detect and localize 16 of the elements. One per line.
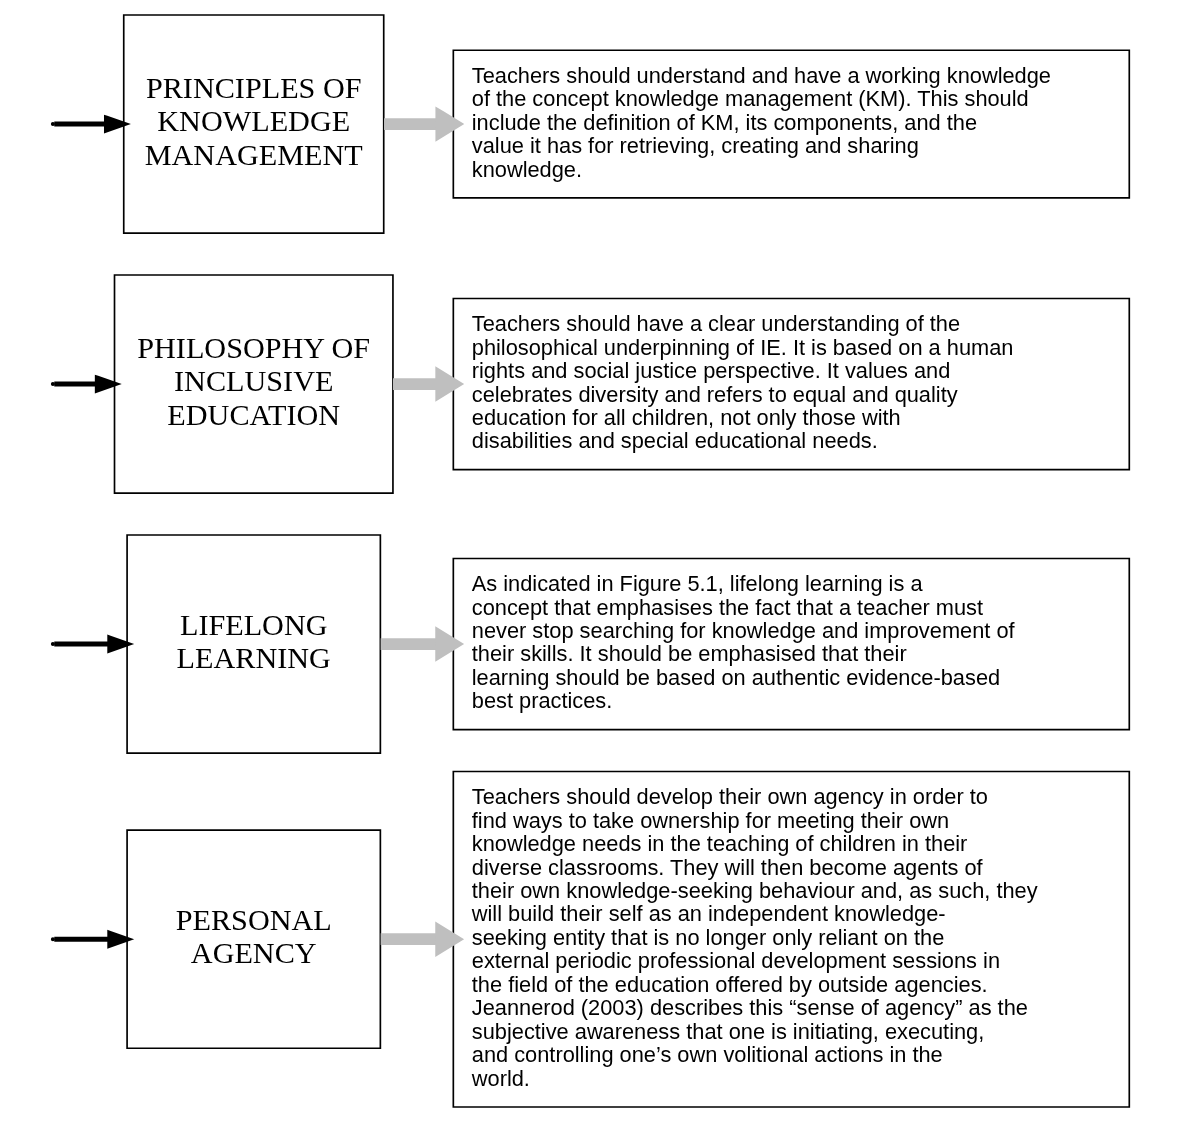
node-box: PERSONAL AGENCY [126,829,382,1050]
arrow [54,634,135,654]
node-box: Teachers should develop their own agency in order to find ways to take ownership for meeting their own knowledge needs in the teaching of children in their diverse classrooms. They will then become agents of their own knowledge-seeking behaviour and, as such, they will build their self as an independent knowledge-seeking entity that is no longer only reliant on the external periodic professional development sessions in the field of the education offered by outside agencies. Jeannerod (2003) describes this “sense of agency” as the subjective awareness that one is initiating, executing, and controlling one’s own volitional actions in the world. [452,770,1131,1108]
node-box: PRINCIPLES OF KNOWLEDGE MANAGEMENT [122,14,385,234]
arrow [380,626,465,662]
arrow [384,106,465,142]
arrow [393,366,465,402]
arrow [54,374,122,394]
arrow [380,921,465,957]
node-box: Teachers should have a clear understanding of the philosophical underpinning of IE. It is based on a human rights and social justice perspective. It values and celebrates diversity and refers to equal and quality education for all children, not only those with disabilities and special educational needs. [452,297,1131,471]
node-box: Teachers should understand and have a working knowledge of the concept knowledge management (KM). This should include the definition of KM, its components, and the value it has for retrieving, creating and sharing knowledge. [452,49,1131,199]
node-box: As indicated in Figure 5.1, lifelong learning is a concept that emphasises the fact that a teacher must never stop searching for knowledge and improvement of their skills. It should be emphasised that their learning should be based on authentic evidence-based best practices. [452,557,1131,731]
node-box: PHILOSOPHY OF INCLUSIVE EDUCATION [113,274,394,494]
node-box: LIFELONG LEARNING [126,534,382,754]
arrow [54,114,131,134]
arrow [54,929,135,949]
